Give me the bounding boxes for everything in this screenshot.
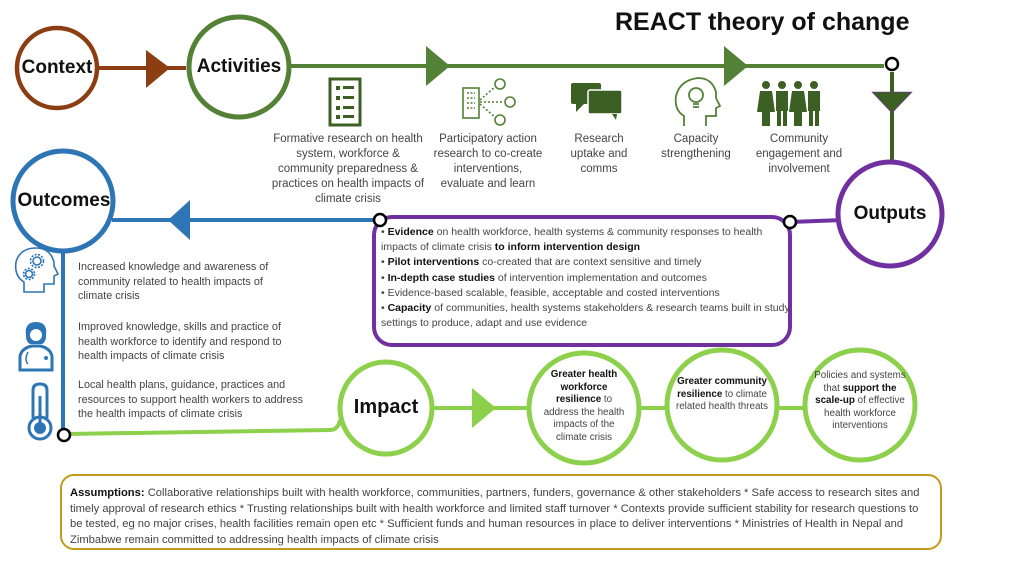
outcome-local-plans: Local health plans, guidance, practices … — [78, 379, 304, 420]
outputs-box-border — [372, 215, 792, 347]
health-worker-icon — [18, 322, 54, 372]
context-label: Context — [21, 57, 93, 78]
impact-circle-policies — [802, 347, 918, 463]
head-lightbulb-icon — [674, 77, 722, 126]
impact-connector — [65, 419, 342, 436]
down-arrow-icon — [871, 91, 913, 114]
outcomes-circle — [10, 148, 116, 254]
output-item: • Capacity of communities, health system… — [381, 302, 790, 330]
junction-dot — [884, 56, 900, 72]
people-group-icon — [757, 81, 820, 126]
impact-policies-systems: Policies and systems that support the sc… — [814, 370, 906, 431]
output-item: • Evidence-based scalable, feasible, acc… — [381, 286, 720, 299]
activities-circle — [186, 14, 292, 120]
impact-arrow-icon — [472, 388, 496, 428]
output-item: • Evidence on health workforce, health s… — [381, 226, 763, 254]
assumptions-text: Collaborative relationships built with h… — [70, 487, 920, 546]
page-title: REACT theory of change — [615, 8, 910, 36]
impact-workforce-resilience: Greater health workforce resilience to a… — [543, 369, 625, 443]
impact-circle — [337, 359, 435, 457]
junction-dot — [372, 212, 388, 228]
outcomes-label: Outcomes — [17, 190, 111, 211]
activity-community-engagement: Community engagement and involvement — [755, 133, 843, 175]
activities-arrow-icon — [426, 46, 450, 86]
outcome-workforce-skills: Improved knowledge, skills and practice … — [78, 321, 282, 362]
context-circle — [14, 25, 100, 111]
building-network-icon — [462, 78, 516, 126]
activity-capacity-strengthening: Capacity strengthening — [661, 133, 731, 160]
activities-label: Activities — [196, 56, 282, 77]
assumptions-box: Assumptions: Collaborative relationships… — [60, 474, 942, 550]
head-gears-icon — [14, 247, 60, 293]
output-item: • In-depth case studies of intervention … — [381, 271, 707, 284]
junction-dot — [56, 427, 72, 443]
impact-circle-workforce — [526, 350, 642, 466]
activity-formative-research: Formative research on health system, wor… — [271, 133, 425, 205]
impact-circle-community — [664, 347, 780, 463]
output-item: • Pilot interventions co-created that ar… — [381, 256, 702, 269]
activities-arrow-2-icon — [724, 46, 748, 86]
speech-bubbles-icon — [571, 83, 623, 120]
outputs-connector — [789, 218, 845, 224]
activity-research-uptake: Research uptake and comms — [570, 133, 628, 175]
outcomes-arrow-icon — [168, 200, 190, 240]
checklist-icon — [328, 77, 362, 127]
outputs-label: Outputs — [853, 203, 927, 224]
outputs-circle — [835, 159, 945, 269]
activity-participatory-research: Participatory action research to co-crea… — [433, 133, 543, 190]
assumptions-label: Assumptions: — [70, 487, 145, 499]
junction-dot — [782, 214, 798, 230]
context-arrow-icon — [146, 50, 170, 88]
impact-label: Impact — [353, 396, 419, 418]
impact-community-resilience: Greater community resilience to climate … — [675, 376, 769, 412]
thermometer-icon — [27, 382, 53, 441]
outputs-list: • Evidence on health workforce, health s… — [381, 225, 791, 331]
outcome-community-knowledge: Increased knowledge and awareness of com… — [78, 261, 269, 302]
